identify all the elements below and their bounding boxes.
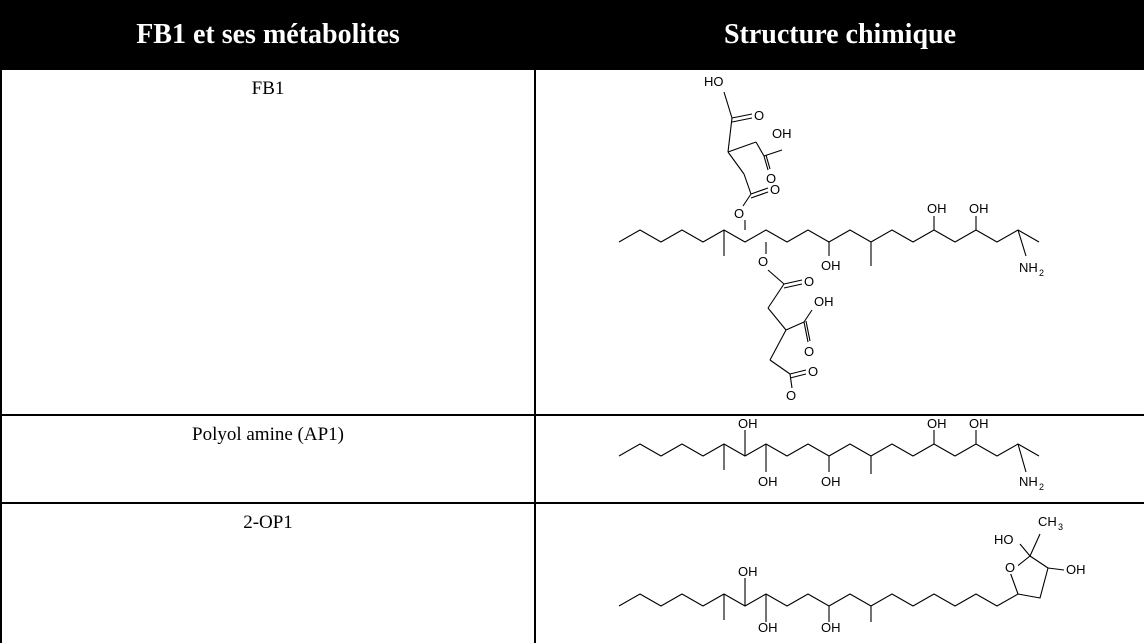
label-oh-2: OH: [758, 474, 778, 489]
label-o-carbonyl-1: O: [770, 182, 780, 197]
label-ho: HO: [994, 532, 1014, 547]
label-oh-4: OH: [927, 416, 947, 431]
chemical-structure-2op1: OH OH OH O HO CH 3 OH: [534, 502, 1144, 643]
label-o-carbonyl-3: O: [754, 108, 764, 123]
label-oh-2: OH: [969, 201, 989, 216]
structure-diagram-fb1: OH OH OH NH 2 O: [618, 74, 1044, 403]
label-oh-1: OH: [738, 564, 758, 579]
label-o-ring: O: [1005, 560, 1015, 575]
label-ho-1: HO: [704, 74, 724, 89]
table-row: Polyol amine (AP1) OH OH OH OH OH: [0, 414, 1144, 504]
header-metabolites: FB1 et ses métabolites: [0, 0, 536, 70]
label-oh-2: OH: [758, 620, 778, 633]
label-o-carbonyl-2: O: [766, 171, 776, 186]
label-ch: CH: [1038, 514, 1057, 529]
label-o-terminal: O: [786, 388, 796, 403]
chemical-structure-ap1: OH OH OH OH OH NH 2: [534, 414, 1144, 504]
compound-name: Polyol amine (AP1): [0, 414, 536, 504]
structure-diagram-ap1: OH OH OH OH OH NH 2: [618, 416, 1044, 492]
label-oh-5: OH: [814, 294, 834, 309]
label-ch-sub: 3: [1058, 522, 1063, 532]
label-oh-4: OH: [1066, 562, 1086, 577]
label-oh-1: OH: [927, 201, 947, 216]
compound-name: 2-OP1: [0, 502, 536, 643]
table-row: FB1 OH OH OH: [0, 68, 1144, 416]
label-o-lower: O: [758, 254, 768, 269]
table-row: 2-OP1 OH OH OH O HO: [0, 502, 1144, 643]
structure-diagram-2op1: OH OH OH O HO CH 3 OH: [618, 514, 1086, 633]
label-oh-4: OH: [772, 126, 792, 141]
label-oh-3: OH: [821, 474, 841, 489]
compound-name: FB1: [0, 68, 536, 416]
label-o-carbonyl-6: O: [808, 364, 818, 379]
header-row: FB1 et ses métabolites Structure chimiqu…: [0, 0, 1144, 70]
label-nh-sub: 2: [1039, 268, 1044, 278]
label-o-carbonyl-5: O: [804, 344, 814, 359]
label-oh-3: OH: [821, 620, 841, 633]
label-oh-1: OH: [738, 416, 758, 431]
label-o-upper: O: [734, 206, 744, 221]
header-structure: Structure chimique: [534, 0, 1144, 70]
label-oh-5: OH: [969, 416, 989, 431]
label-nh-sub: 2: [1039, 482, 1044, 492]
chemical-structure-fb1: OH OH OH NH 2 O: [534, 68, 1144, 416]
label-nh: NH: [1019, 474, 1038, 489]
label-oh-3: OH: [821, 258, 841, 273]
label-o-carbonyl-4: O: [804, 274, 814, 289]
label-nh: NH: [1019, 260, 1038, 275]
